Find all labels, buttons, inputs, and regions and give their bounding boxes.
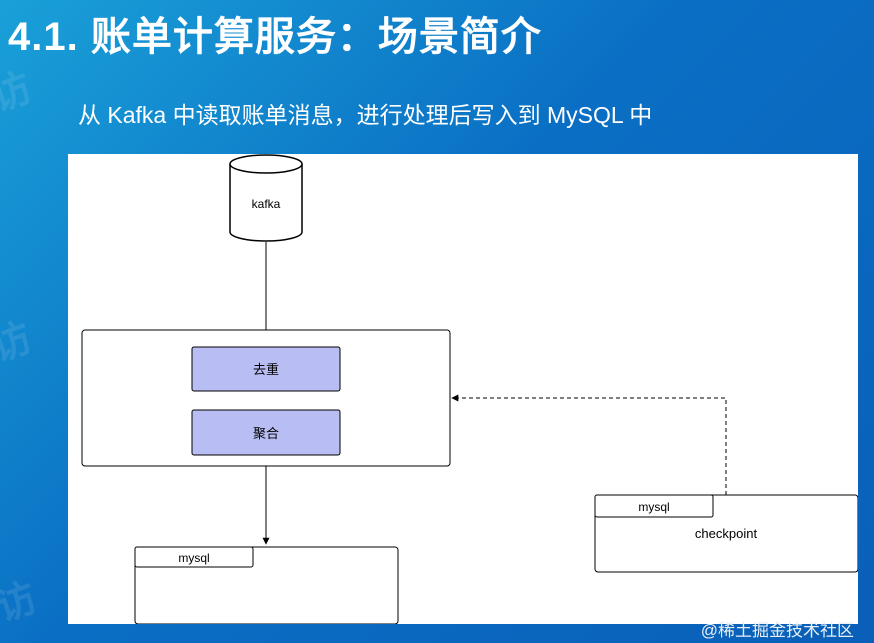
kafka-label: kafka (252, 197, 281, 211)
dedup-label: 去重 (253, 362, 279, 378)
background-watermark: 访 (0, 315, 38, 371)
slide-title: 4.1. 账单计算服务：场景简介 (8, 15, 542, 59)
checkpoint-label: checkpoint (695, 526, 758, 541)
checkpoint-store-label: mysql (638, 500, 669, 514)
aggregate-step (191, 409, 341, 456)
aggregate-label: 聚合 (253, 427, 279, 442)
mysql-output-node: mysql (134, 546, 399, 625)
watermark: @稀土掘金技术社区 (700, 621, 854, 640)
background-watermark: 访 (0, 65, 38, 121)
kafka-node: kafka (229, 154, 303, 242)
mysql-output-label: mysql (178, 551, 209, 565)
checkpoint-store-node: mysql checkpoint (594, 494, 859, 573)
background-watermark: 访 (0, 575, 43, 631)
architecture-diagram: kafka 去重 聚合 mysql mysql checkpoint (81, 154, 859, 625)
slide-subtitle: 从 Kafka 中读取账单消息，进行处理后写入到 MySQL 中 (78, 102, 653, 128)
dedup-step (191, 346, 341, 392)
checkpoint-restore-arrow (451, 394, 727, 495)
diagram-canvas: kafka 去重 聚合 mysql mysql checkpoint (68, 154, 859, 625)
